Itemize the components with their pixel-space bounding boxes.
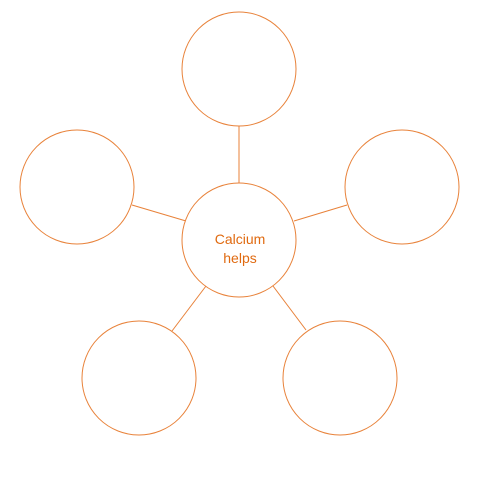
outer-node-top <box>181 11 297 127</box>
outer-node-bottom-right <box>282 320 398 436</box>
connector-bottom-left <box>171 285 207 332</box>
connector-right <box>293 204 348 222</box>
outer-node-right <box>344 129 460 245</box>
connector-left <box>131 204 187 222</box>
connector-bottom-right <box>272 285 307 331</box>
outer-node-bottom-left <box>81 320 197 436</box>
outer-node-left <box>19 129 135 245</box>
center-node <box>181 182 297 298</box>
center-node-label-line2: helps <box>223 250 256 266</box>
center-node-label-line1: Calcium <box>215 231 266 247</box>
